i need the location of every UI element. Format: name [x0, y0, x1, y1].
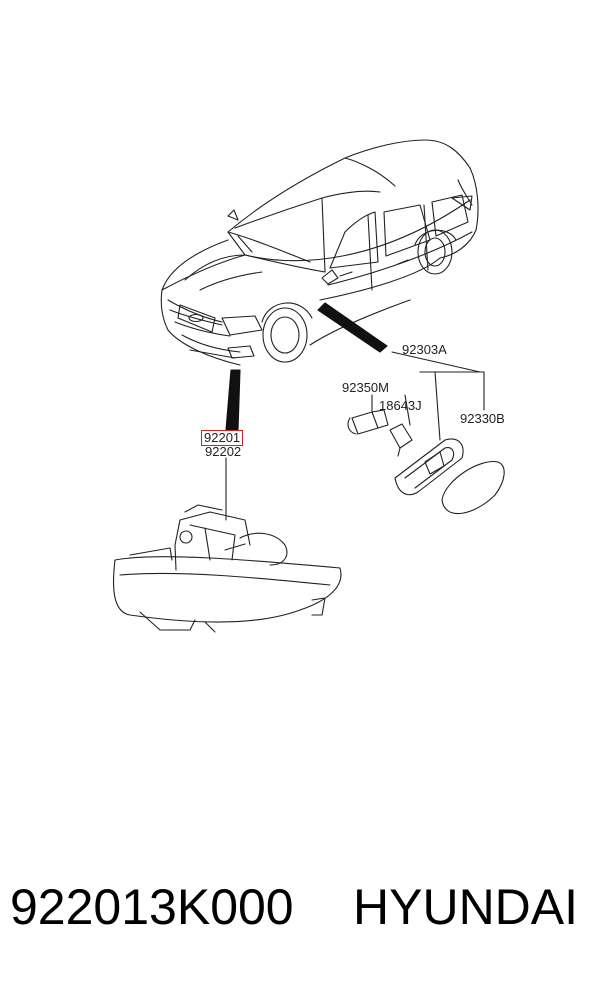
lens-illustration: [441, 461, 505, 515]
socket-illustration: [389, 423, 413, 457]
callout-lines: [225, 351, 485, 521]
callout-fog-lamp-lh[interactable]: 92201: [201, 430, 244, 446]
callout-side-repeater-assy: 92303A: [402, 342, 447, 357]
part-number-caption: 922013K000: [10, 879, 294, 935]
bulb-illustration: [347, 409, 389, 435]
repeater-housing-illustration: [394, 438, 464, 496]
leader-foglamp: [225, 369, 241, 431]
callout-bulb: 92350M: [342, 380, 389, 395]
car-illustration: [160, 139, 479, 366]
brand-caption: HYUNDAI: [353, 879, 579, 935]
fog-lamp-illustration: [113, 504, 342, 633]
callout-fog-lamp-rh: 92202: [205, 444, 242, 459]
callout-socket: 18643J: [379, 398, 422, 413]
leader-repeater: [317, 302, 388, 353]
callout-lens: 92330B: [460, 411, 505, 426]
